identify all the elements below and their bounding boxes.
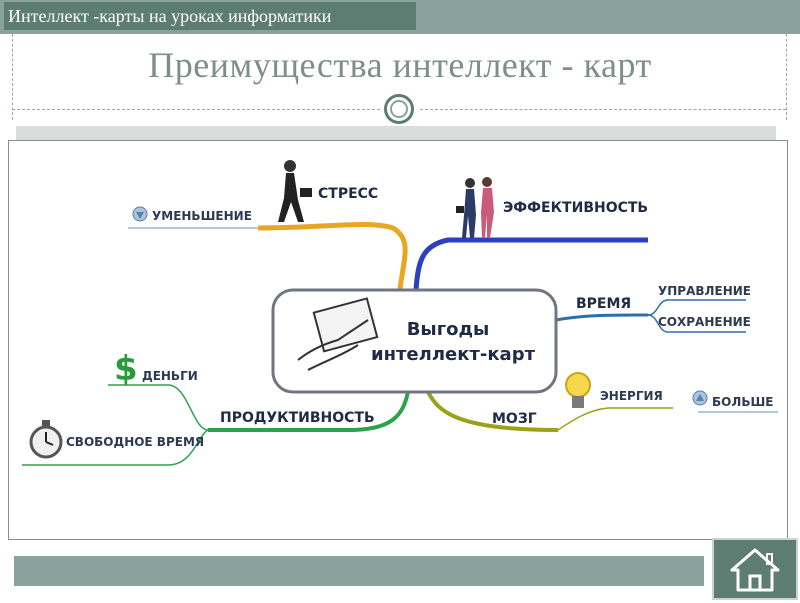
- title-divider-left: [12, 109, 380, 110]
- businessman-icon: [278, 160, 312, 222]
- up-arrow-icon: [692, 390, 708, 406]
- more-label: БОЛЬШЕ: [712, 395, 773, 409]
- circle-ornament-icon: [384, 94, 414, 124]
- management-line: [647, 299, 746, 316]
- productivity-branch: [208, 391, 410, 432]
- home-button[interactable]: [712, 538, 798, 600]
- brain-label: МОЗГ: [492, 411, 537, 427]
- dollar-icon: $: [114, 349, 138, 389]
- frame-line-right: [786, 34, 787, 120]
- productivity-label: ПРОДУКТИВНОСТЬ: [220, 410, 375, 426]
- footer-bar: [14, 556, 704, 586]
- energy-line: [557, 407, 673, 431]
- handshake-sketch-icon: [297, 297, 379, 371]
- stopwatch-icon: [29, 420, 63, 459]
- header-bar: Интеллект -карты на уроках информатики: [0, 0, 800, 34]
- stress-branch: [257, 221, 408, 291]
- center-node-line2: интеллект-карт: [371, 344, 536, 365]
- down-arrow-icon: [132, 206, 148, 222]
- frame-line-left: [12, 34, 13, 120]
- money-line: [108, 384, 209, 431]
- mind-map: Выгоды интеллект-карт СТРЕСС УМЕНЬШЕНИЕ …: [8, 140, 788, 540]
- free-time-label: СВОБОДНОЕ ВРЕМЯ: [66, 435, 204, 449]
- saving-line: [647, 314, 746, 333]
- time-label: ВРЕМЯ: [576, 296, 631, 312]
- efficiency-branch: [413, 237, 648, 291]
- efficiency-label: ЭФФЕКТИВНОСТЬ: [503, 200, 648, 216]
- center-node: [271, 288, 558, 394]
- money-label: ДЕНЬГИ: [142, 369, 198, 383]
- business-people-icon: [456, 177, 494, 238]
- title-divider-right: [420, 109, 786, 110]
- saving-label: СОХРАНЕНИЕ: [658, 315, 751, 329]
- stress-label: СТРЕСС: [318, 186, 378, 202]
- brain-branch: [426, 391, 559, 432]
- center-node-line1: Выгоды: [407, 319, 490, 340]
- home-icon: [730, 548, 780, 592]
- energy-label: ЭНЕРГИЯ: [600, 389, 663, 403]
- reduction-label: УМЕНЬШЕНИЕ: [152, 209, 252, 223]
- course-title: Интеллект -карты на уроках информатики: [4, 2, 416, 30]
- slide-title: Преимущества интеллект - карт: [148, 45, 652, 85]
- free-time-line: [22, 429, 209, 466]
- time-branch: [555, 313, 649, 322]
- management-label: УПРАВЛЕНИЕ: [658, 284, 751, 298]
- light-bulb-icon: [565, 372, 591, 408]
